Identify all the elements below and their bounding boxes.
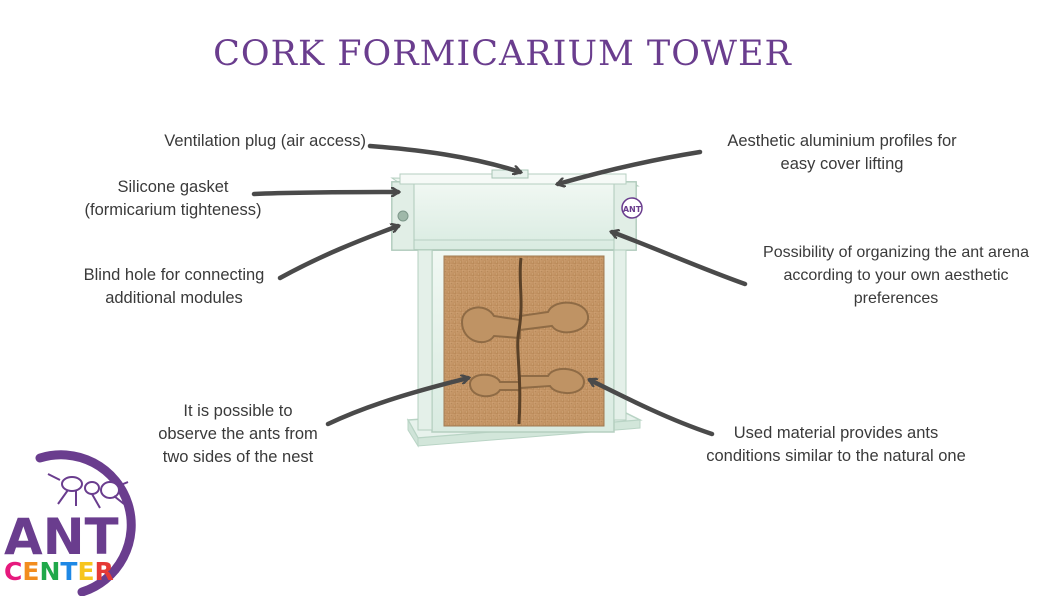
- arrow-arena: [612, 232, 748, 287]
- ant-badge: ANT: [621, 197, 643, 219]
- arrow-observe: [325, 378, 468, 427]
- arrow-ventilation: [367, 143, 520, 172]
- ant-icon: [47, 473, 129, 509]
- ant-center-logo: ANT CENTER: [4, 450, 136, 596]
- label-ventilation-plug: Ventilation plug (air access): [164, 132, 366, 150]
- label-blind-hole: Blind hole for connecting additional mod…: [83, 266, 265, 307]
- logo-text-ant: ANT: [4, 508, 119, 566]
- label-aluminium-profiles: Aesthetic aluminium profiles for easy co…: [727, 132, 957, 173]
- arrow-aluminium: [558, 149, 703, 184]
- label-silicone-gasket: Silicone gasket (formicarium tighteness): [84, 178, 262, 219]
- arrow-gasket: [251, 192, 398, 194]
- nest-body: [431, 249, 615, 433]
- logo-text-center: CENTER: [4, 557, 114, 586]
- arrow-blind-hole: [277, 226, 398, 281]
- label-ant-arena: Possibility of organizing the ant arena …: [763, 244, 1029, 307]
- arrow-material: [590, 380, 715, 437]
- nest-chambers: [460, 301, 589, 398]
- label-observe-two-sides: It is possible to observe the ants from …: [158, 402, 318, 466]
- logo-ring: [35, 450, 136, 596]
- svg-text:ANT: ANT: [623, 205, 642, 214]
- page-title: CORK FORMICARIUM TOWER: [213, 34, 792, 74]
- label-used-material: Used material provides ants conditions s…: [706, 424, 966, 465]
